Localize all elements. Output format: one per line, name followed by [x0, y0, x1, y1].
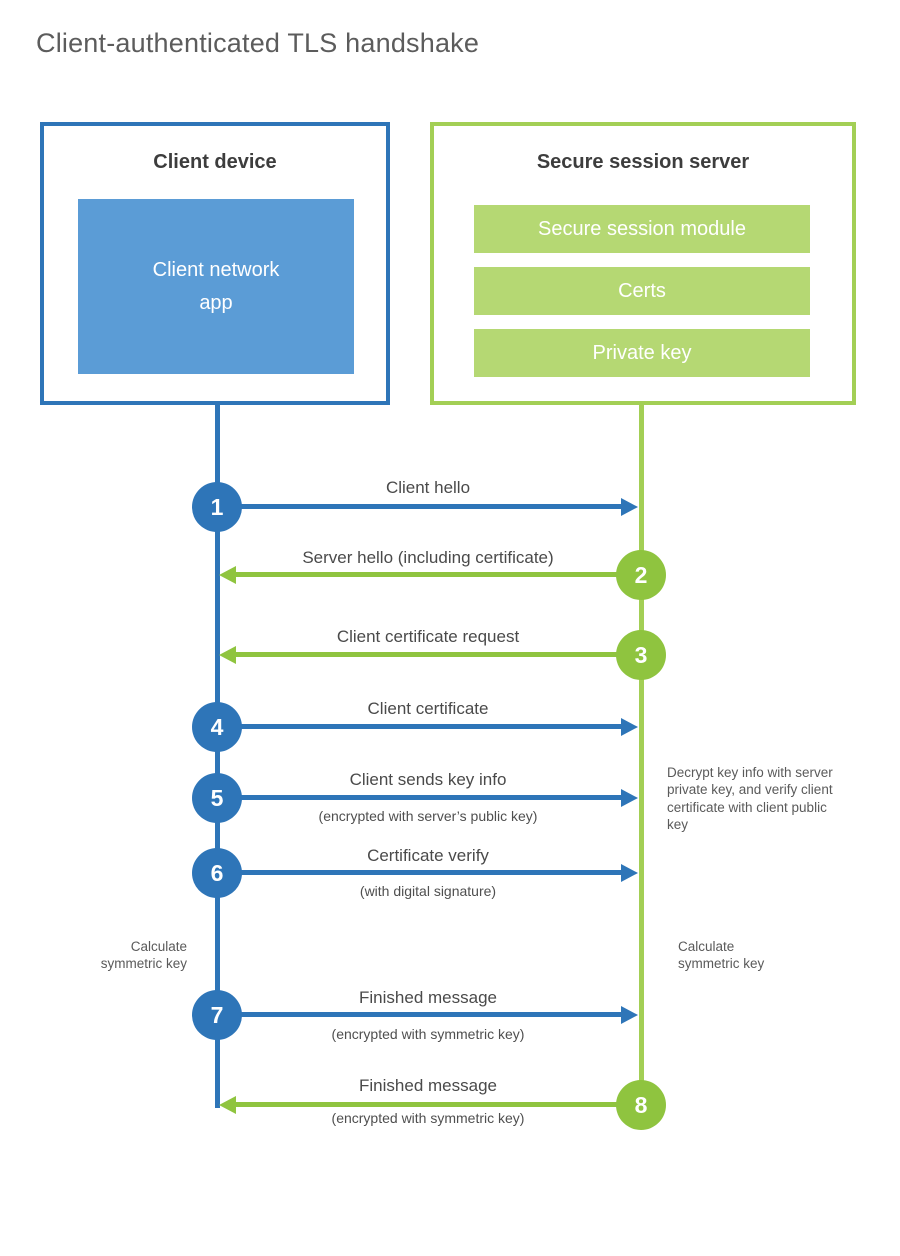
calculate-symmetric-key-note-client: Calculate symmetric key: [100, 939, 187, 972]
step-2-arrow: [235, 572, 618, 577]
step-1-arrowhead-icon: [621, 498, 638, 516]
step-6-label: Certificate verify: [367, 846, 489, 865]
step-6-sublabel: (with digital signature): [359, 883, 497, 899]
step-8-arrowhead-icon: [219, 1096, 236, 1114]
client-app-label-line1: Client network: [152, 258, 280, 281]
client-lifeline: [215, 404, 220, 1108]
step-8-label: Finished message: [359, 1076, 497, 1095]
server-module-private-key: Private key: [474, 329, 810, 377]
step-7-arrowhead-icon: [621, 1006, 638, 1024]
step-2-label: Server hello (including certificate): [302, 548, 554, 567]
step-8-sublabel: (encrypted with symmetric key): [331, 1110, 525, 1126]
step-3-arrowhead-icon: [219, 646, 236, 664]
step-4-arrowhead-icon: [621, 718, 638, 736]
step-5-sublabel: (encrypted with server’s public key): [318, 808, 538, 824]
step-6-circle: 6: [192, 848, 242, 898]
step-1-label: Client hello: [385, 478, 471, 497]
step-5-circle: 5: [192, 773, 242, 823]
step-3-label: Client certificate request: [336, 627, 520, 646]
step-8-arrow: [235, 1102, 618, 1107]
server-module-certs: Certs: [474, 267, 810, 315]
step-7-label: Finished message: [359, 988, 497, 1007]
server-module-secure-session: Secure session module: [474, 205, 810, 253]
step-3-circle: 3: [616, 630, 666, 680]
step-2-circle: 2: [616, 550, 666, 600]
server-lifeline: [639, 404, 644, 1105]
server-title: Secure session server: [536, 151, 750, 173]
client-device-title: Client device: [153, 151, 277, 173]
client-device-box: Client device Client network app: [40, 122, 390, 405]
secure-session-server-box: Secure session server Secure session mod…: [430, 122, 856, 405]
step-6-arrow: [240, 870, 621, 875]
step-7-circle: 7: [192, 990, 242, 1040]
step-2-arrowhead-icon: [219, 566, 236, 584]
step-4-circle: 4: [192, 702, 242, 752]
step-1-arrow: [240, 504, 621, 509]
step-7-arrow: [240, 1012, 621, 1017]
decrypt-key-info-note: Decrypt key info with server private key…: [667, 765, 833, 832]
step-4-label: Client certificate: [367, 699, 489, 718]
step-5-arrow: [240, 795, 621, 800]
client-network-app-box: Client network app: [78, 199, 354, 374]
step-6-arrowhead-icon: [621, 864, 638, 882]
step-7-sublabel: (encrypted with symmetric key): [331, 1026, 525, 1042]
step-1-circle: 1: [192, 482, 242, 532]
calculate-symmetric-key-note-server: Calculate symmetric key: [678, 939, 765, 972]
step-8-circle: 8: [616, 1080, 666, 1130]
step-5-arrowhead-icon: [621, 789, 638, 807]
step-3-arrow: [235, 652, 618, 657]
client-app-label-line2: app: [199, 291, 233, 314]
step-5-label: Client sends key info: [349, 770, 507, 789]
step-4-arrow: [240, 724, 621, 729]
page-title: Client-authenticated TLS handshake: [36, 28, 480, 58]
